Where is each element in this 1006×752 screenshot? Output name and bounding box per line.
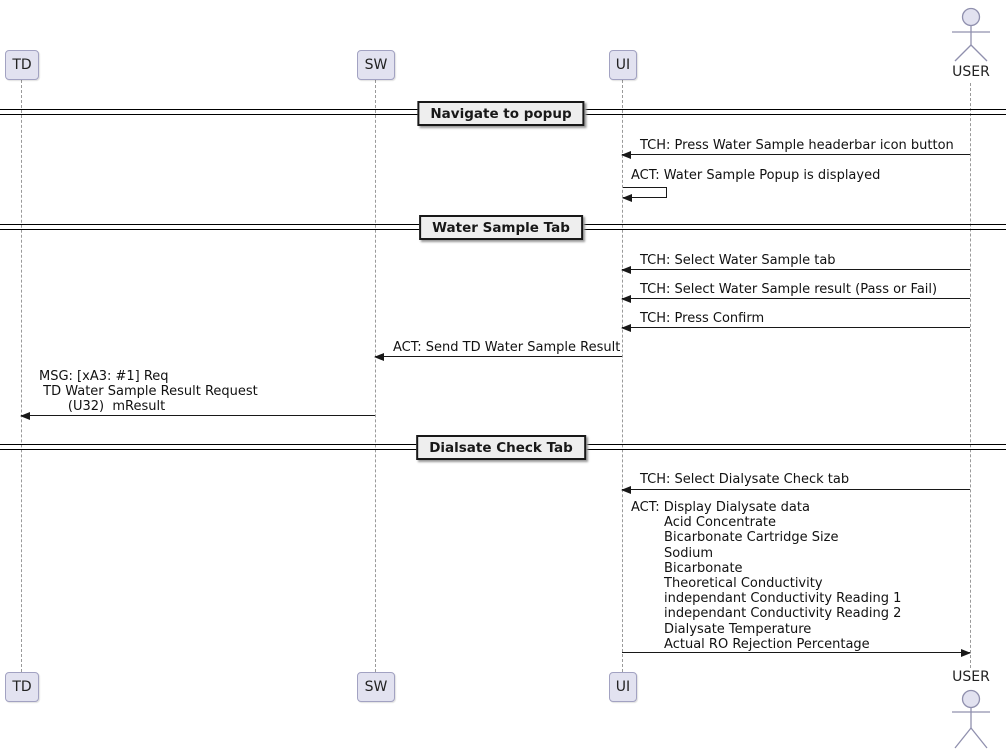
participant-td-label: TD <box>12 57 32 73</box>
arrowhead-right-icon <box>961 648 971 657</box>
lifeline-ui <box>622 80 623 672</box>
divider-label: Dialsate Check Tab <box>429 439 573 456</box>
arrowhead-left-icon <box>621 150 631 159</box>
arrowhead-left-icon <box>20 411 30 420</box>
arrowhead-left-icon <box>621 265 631 274</box>
message-9-arrow <box>622 648 971 657</box>
message-9-text: ACT: Display Dialysate data Acid Concent… <box>631 500 902 652</box>
arrowhead-left-icon <box>622 193 632 202</box>
message-5-text: TCH: Press Confirm <box>640 311 765 326</box>
participant-td-label: TD <box>12 679 32 695</box>
participant-sw-top: SW <box>357 50 395 80</box>
divider-label: Water Sample Tab <box>432 219 570 236</box>
message-7-text: MSG: [xA3: #1] Req TD Water Sample Resul… <box>39 369 258 415</box>
divider-label: Navigate to popup <box>430 105 572 122</box>
actor-user-label-top: USER <box>952 64 990 80</box>
actor-user-label-bottom: USER <box>952 669 990 685</box>
message-2-text: ACT: Water Sample Popup is displayed <box>631 168 881 183</box>
message-6-arrow <box>374 352 622 361</box>
lifeline-user <box>970 83 971 668</box>
arrowhead-left-icon <box>621 323 631 332</box>
message-2-self-arrow <box>622 187 667 202</box>
participant-sw-bottom: SW <box>357 672 395 702</box>
user-actor-icon-bottom <box>952 689 990 749</box>
message-7-arrow <box>20 411 375 420</box>
arrowhead-left-icon <box>621 485 631 494</box>
arrowhead-left-icon <box>374 352 384 361</box>
participant-sw-label: SW <box>364 57 388 73</box>
message-3-arrow <box>621 265 970 274</box>
participant-ui-label: UI <box>615 57 631 73</box>
divider-navigate-to-popup: Navigate to popup <box>417 101 585 126</box>
lifeline-sw <box>375 80 376 672</box>
divider-dialsate-check-tab: Dialsate Check Tab <box>416 435 586 460</box>
message-8-arrow <box>621 485 970 494</box>
user-actor-icon-top <box>952 7 990 62</box>
participant-ui-label: UI <box>615 679 631 695</box>
message-6-text: ACT: Send TD Water Sample Result <box>393 340 621 355</box>
message-8-text: TCH: Select Dialysate Check tab <box>640 472 850 487</box>
participant-ui-bottom: UI <box>609 672 637 702</box>
arrowhead-left-icon <box>621 294 631 303</box>
message-1-text: TCH: Press Water Sample headerbar icon b… <box>640 138 954 153</box>
message-5-arrow <box>621 323 970 332</box>
message-3-text: TCH: Select Water Sample tab <box>640 253 836 268</box>
message-4-arrow <box>621 294 970 303</box>
divider-water-sample-tab: Water Sample Tab <box>419 215 583 240</box>
message-4-text: TCH: Select Water Sample result (Pass or… <box>640 282 938 297</box>
lifeline-td <box>21 80 22 672</box>
participant-sw-label: SW <box>364 679 388 695</box>
message-1-arrow <box>621 150 970 159</box>
participant-td-bottom: TD <box>5 672 39 702</box>
participant-ui-top: UI <box>609 50 637 80</box>
participant-td-top: TD <box>5 50 39 80</box>
